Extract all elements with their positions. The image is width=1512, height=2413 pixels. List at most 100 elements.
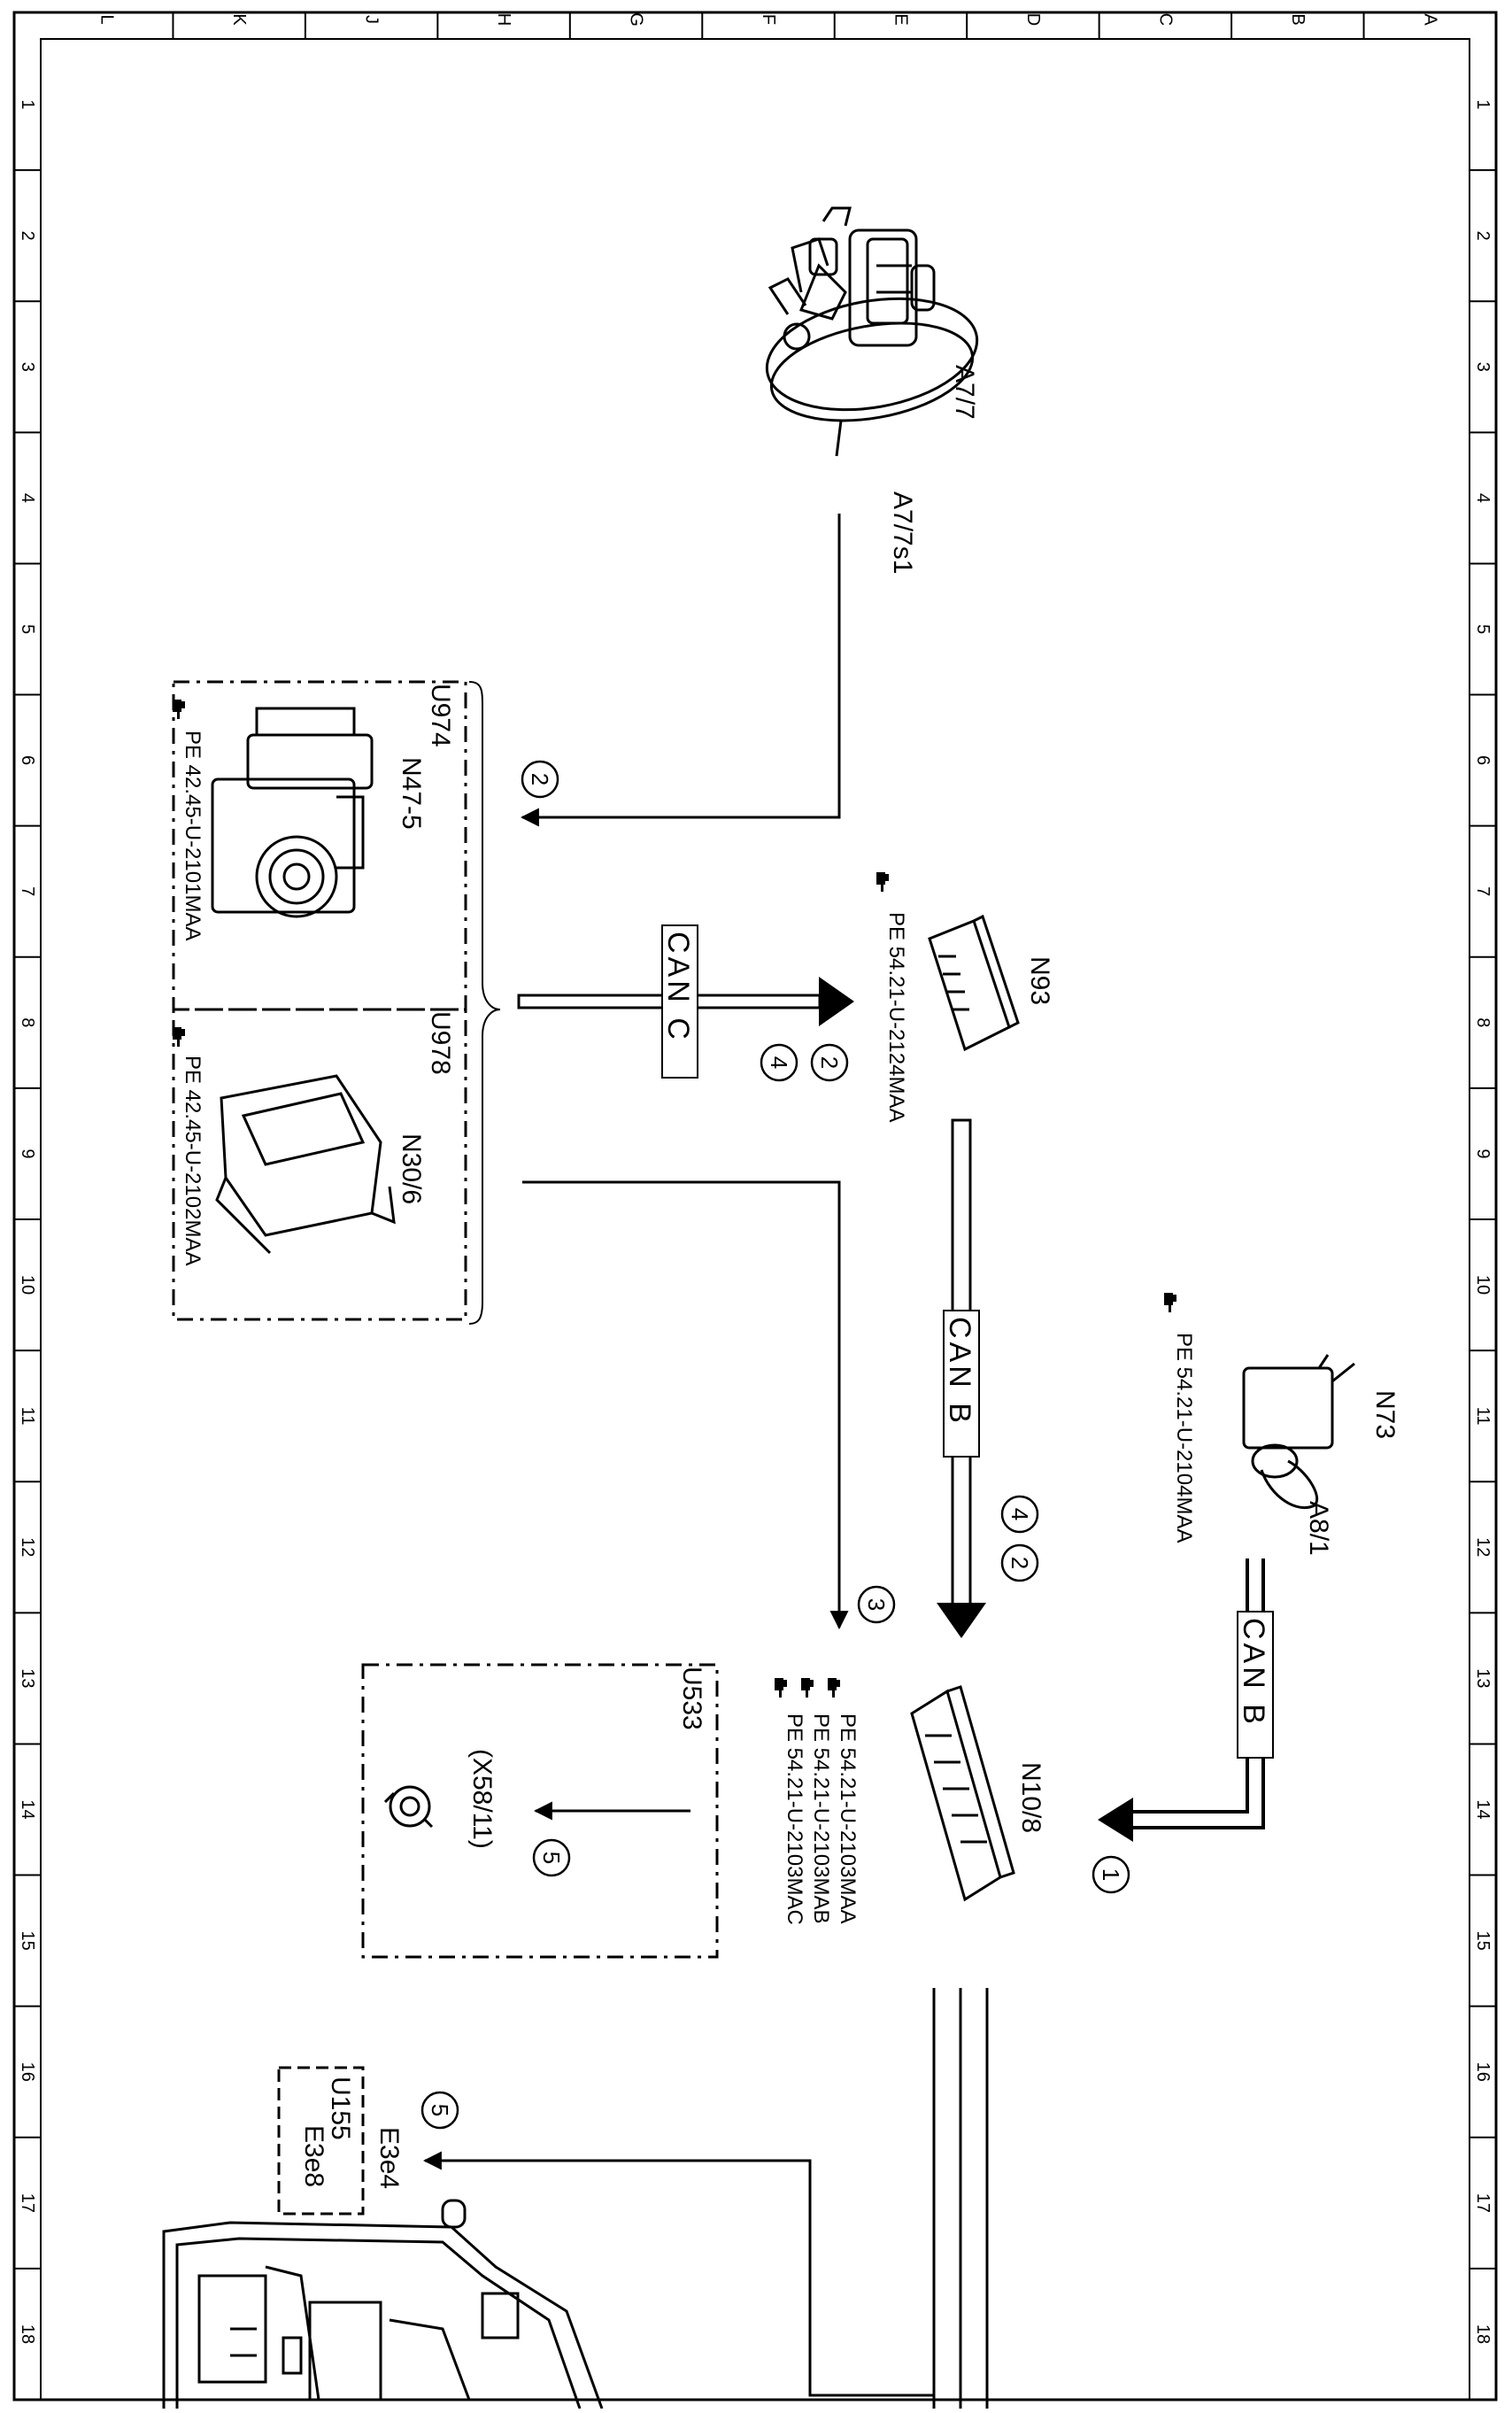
can-b2-label: CAN B xyxy=(1237,1618,1270,1728)
u155-label: U155 xyxy=(326,2077,355,2140)
marker-number: 5 xyxy=(427,2104,453,2116)
u978-to-n108-line xyxy=(522,1180,849,1630)
hand-pointer-icon xyxy=(828,1678,840,1698)
marker-circle xyxy=(420,2091,459,2130)
grid-row-label: 18 xyxy=(1473,2324,1493,2344)
grid-row-label: 4 xyxy=(1473,493,1493,503)
grid-row-label: 5 xyxy=(18,624,37,634)
hand-pointer-icon xyxy=(775,1678,787,1698)
grid-row-label: 17 xyxy=(18,2193,37,2213)
a77-label: A7/7 xyxy=(950,365,979,420)
grid-row-label: 11 xyxy=(1473,1407,1493,1426)
grid-row-label: 12 xyxy=(18,1537,37,1557)
n93-label: N93 xyxy=(1025,956,1054,1005)
n108-ref3: PE 54.21-U-2103MAC xyxy=(783,1713,806,1925)
u533-label: U533 xyxy=(677,1667,706,1730)
grid-row-label: 2 xyxy=(18,231,37,241)
can-b1-label-box xyxy=(943,1310,980,1458)
n108-ref2: PE 54.21-U-2103MAB xyxy=(809,1713,833,1923)
outer-frame xyxy=(12,11,1498,2401)
marker-circle xyxy=(1092,1855,1130,1894)
vehicle-cab-drawing xyxy=(162,2199,604,2409)
grid-row-label: 16 xyxy=(1473,2062,1493,2082)
grid-row-label: 4 xyxy=(18,493,37,503)
x5811-connector-drawing xyxy=(383,1785,434,1829)
marker-circle xyxy=(760,1043,798,1082)
grid-row-label: 6 xyxy=(1473,755,1493,765)
marker-number: 2 xyxy=(527,773,553,785)
grid-row-label: 8 xyxy=(18,1017,37,1027)
marker-circle xyxy=(857,1585,896,1624)
grid-column-label: H xyxy=(494,13,513,26)
n73-component-drawing xyxy=(1242,1354,1355,1510)
grid-row-label: 7 xyxy=(1473,886,1493,896)
marker-circle xyxy=(532,1838,571,1877)
can-c-label-box xyxy=(661,924,698,1079)
n475-label: N47-5 xyxy=(397,757,426,830)
can-b-bus-line-2 xyxy=(1098,1558,1265,1842)
n93-ref: PE 54.21-U-2124MAA xyxy=(884,912,908,1122)
u533-group-box xyxy=(361,1663,719,1959)
group-bracket xyxy=(468,681,501,1325)
u974-label: U974 xyxy=(426,684,455,747)
grid-column-label: B xyxy=(1288,13,1308,25)
n108-output-lines xyxy=(932,1988,989,2409)
n108-label: N10/8 xyxy=(1016,1762,1045,1833)
x5811-label: (X58/11) xyxy=(467,1749,497,1849)
grid-row-label: 10 xyxy=(18,1275,37,1295)
grid-row-label: 11 xyxy=(18,1407,37,1426)
a81-label: A8/1 xyxy=(1304,1501,1333,1556)
grid-column-label: L xyxy=(97,14,117,24)
n108-to-e3e4-line xyxy=(422,2151,934,2397)
grid-row-label: 9 xyxy=(1473,1148,1493,1158)
n73-ref: PE 54.21-U-2104MAA xyxy=(1172,1333,1196,1543)
u974-group-box xyxy=(172,680,467,1321)
marker-circle xyxy=(521,760,559,799)
grid-column-label: F xyxy=(759,14,778,25)
n108-component-drawing xyxy=(910,1685,1015,1902)
marker-number: 2 xyxy=(1007,1557,1033,1569)
hand-pointer-icon xyxy=(876,872,889,892)
n475-component-drawing xyxy=(211,707,374,918)
grid-column-label: K xyxy=(229,13,249,26)
a77s1-label: A7/7s1 xyxy=(888,491,917,574)
n475-ref: PE 42.45-U-2101MAA xyxy=(181,731,204,940)
grid-row-label: 12 xyxy=(1473,1537,1493,1557)
grid-column-label: C xyxy=(1155,13,1175,26)
grid-row-label: 13 xyxy=(18,1668,37,1688)
grid-row-label: 16 xyxy=(18,2062,37,2082)
grid-row-label: 8 xyxy=(1473,1017,1493,1027)
can-b1-label: CAN B xyxy=(943,1317,976,1427)
e3e8-label: E3e8 xyxy=(299,2125,328,2187)
marker-circle xyxy=(810,1043,849,1082)
grid-row-label: 18 xyxy=(18,2324,37,2344)
u155-group-box xyxy=(277,2066,365,2216)
grid-row-label: 15 xyxy=(1473,1930,1493,1950)
grid-row-label: 3 xyxy=(1473,362,1493,372)
marker-circle xyxy=(1000,1543,1039,1582)
a77-component-drawing xyxy=(765,206,979,457)
grid-row-label: 10 xyxy=(1473,1275,1493,1295)
hand-pointer-icon xyxy=(801,1678,814,1698)
grid-row-label: 17 xyxy=(1473,2193,1493,2213)
grid-column-label: D xyxy=(1023,13,1043,26)
a77-to-u974-line xyxy=(520,514,841,827)
grid-column-label: A xyxy=(1420,13,1439,26)
grid-column-label: G xyxy=(627,12,646,27)
grid-row-label: 1 xyxy=(18,99,37,109)
hand-pointer-icon xyxy=(173,700,185,719)
can-b2-label-box xyxy=(1237,1611,1274,1759)
u978-label: U978 xyxy=(426,1011,455,1075)
marker-number: 5 xyxy=(538,1852,565,1864)
grid-row-label: 2 xyxy=(1473,231,1493,241)
grid-row-label: 6 xyxy=(18,755,37,765)
marker-number: 4 xyxy=(766,1056,792,1069)
grid-row-label: 5 xyxy=(1473,624,1493,634)
e3e4-label: E3e4 xyxy=(374,2127,404,2189)
n306-ref: PE 42.45-U-2102MAA xyxy=(181,1056,204,1265)
